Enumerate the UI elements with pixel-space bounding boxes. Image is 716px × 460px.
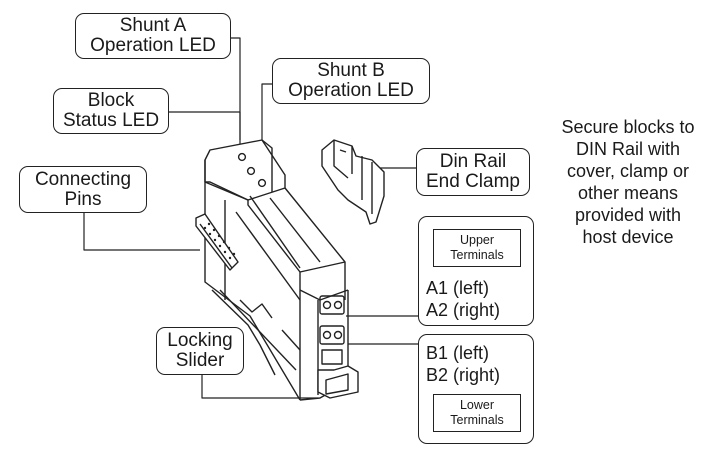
- callout-block-status-line2: Status LED: [62, 110, 160, 131]
- callout-din-rail-line2: End Clamp: [426, 171, 520, 192]
- callout-locking-slider-line2: Slider: [175, 350, 225, 371]
- callout-shunt-a-line2: Operation LED: [90, 35, 216, 56]
- terminal-a1: A1 (left): [426, 278, 490, 298]
- locking-slider-part: [317, 365, 359, 399]
- lower-terminals-label-box: Lower Terminals: [433, 394, 521, 432]
- mounting-note: Secure blocks to DIN Rail with cover, cl…: [540, 116, 716, 248]
- callout-din-rail-end-clamp: Din Rail End Clamp: [416, 148, 530, 196]
- callout-connecting-pins-line2: Pins: [64, 188, 102, 210]
- callout-block-status-line1: Block: [87, 90, 135, 111]
- mounting-note-line: other means: [577, 183, 679, 203]
- callout-shunt-b-line1: Shunt B: [317, 60, 385, 81]
- mounting-note-line: host device: [582, 227, 674, 247]
- callout-locking-slider-line1: Locking: [167, 330, 233, 351]
- upper-terminals-label-box: Upper Terminals: [433, 229, 521, 267]
- upper-terminals-label-line2: Terminals: [450, 248, 504, 262]
- mounting-note-line: DIN Rail with: [575, 139, 681, 159]
- callout-shunt-a-line1: Shunt A: [119, 15, 187, 36]
- callout-shunt-a-led: Shunt A Operation LED: [75, 13, 231, 59]
- callout-block-status-led: Block Status LED: [53, 88, 169, 134]
- callout-locking-slider: Locking Slider: [156, 327, 244, 375]
- lower-terminals-label-line2: Terminals: [450, 413, 504, 427]
- mounting-note-line: provided with: [574, 205, 682, 225]
- callout-din-rail-line1: Din Rail: [439, 151, 507, 172]
- upper-terminals-label-line1: Upper: [459, 233, 495, 247]
- terminal-screws: [319, 295, 345, 365]
- mounting-note-line: Secure blocks to: [561, 117, 695, 137]
- connector-pins: [195, 213, 239, 271]
- callout-shunt-b-led: Shunt B Operation LED: [272, 58, 430, 104]
- din-clamp-part: [321, 139, 385, 225]
- led-markers: [237, 152, 267, 188]
- lower-terminals-label-line1: Lower: [459, 398, 495, 412]
- mounting-note-line: cover, clamp or: [566, 161, 690, 181]
- callout-shunt-b-line2: Operation LED: [288, 80, 414, 101]
- terminal-b1: B1 (left): [426, 343, 490, 363]
- callout-connecting-pins-line1: Connecting: [34, 168, 132, 190]
- terminal-a2: A2 (right): [426, 300, 501, 320]
- terminal-b2: B2 (right): [426, 365, 501, 385]
- callout-connecting-pins: Connecting Pins: [19, 166, 147, 213]
- block-body: [204, 139, 349, 401]
